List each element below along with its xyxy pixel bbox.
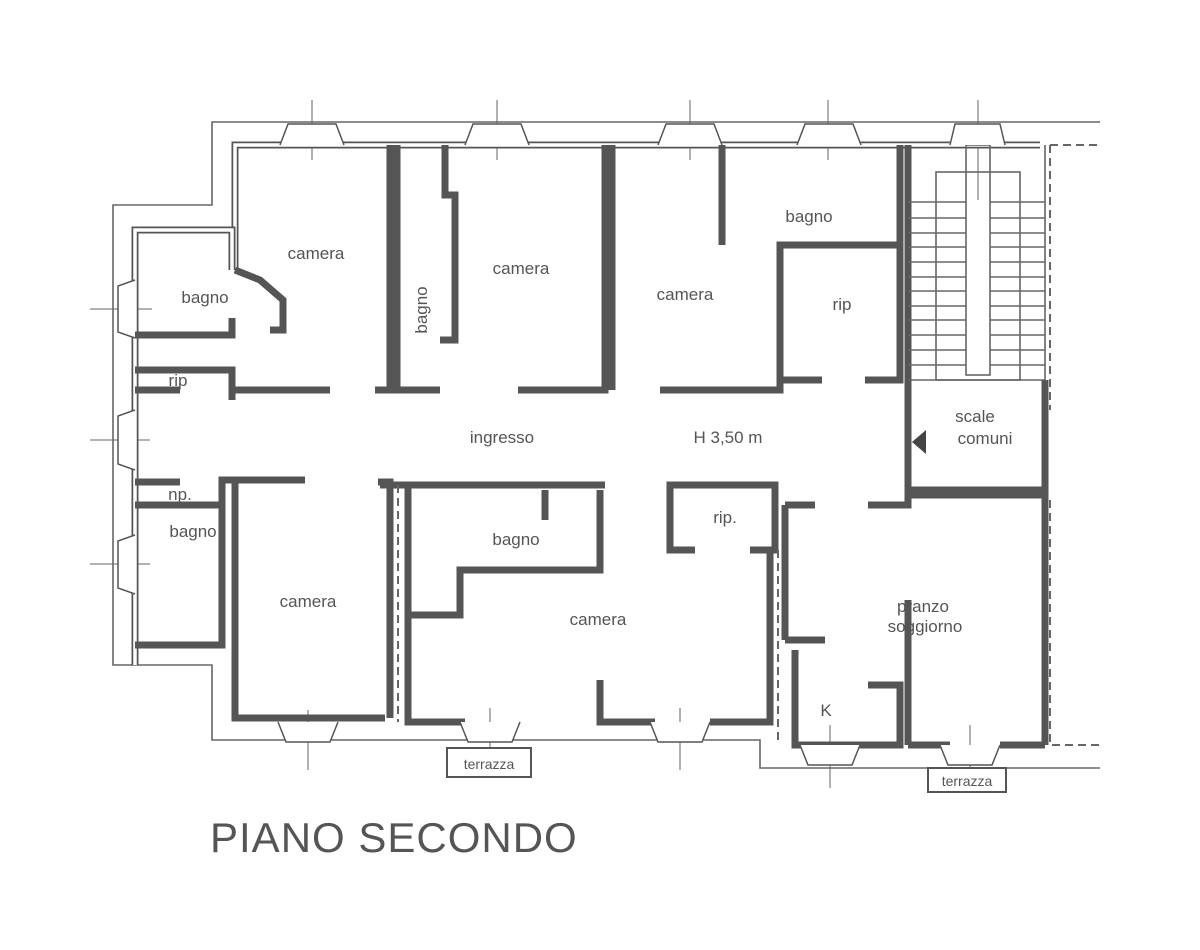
room-label: camera — [288, 244, 345, 263]
height-note: H 3,50 m — [694, 428, 763, 447]
room-label: bagno — [181, 288, 228, 307]
terrazza-1-outline — [446, 747, 532, 778]
room-label: rip. — [713, 508, 737, 527]
terrazza-2-outline — [927, 767, 1007, 793]
room-label: camera — [280, 592, 337, 611]
room-label: pranzo — [897, 597, 949, 616]
room-label: np. — [168, 485, 192, 504]
walls — [112, 121, 1100, 769]
room-label: K — [820, 701, 832, 720]
room-label: camera — [570, 610, 627, 629]
room-label: bagno — [412, 286, 431, 333]
plan-title: PIANO SECONDO — [210, 814, 578, 861]
windows — [117, 123, 1006, 766]
room-labels: bagno rip np. bagno camera bagno camera … — [168, 207, 1012, 789]
room-label: soggiorno — [888, 617, 963, 636]
room-label: scale — [955, 407, 995, 426]
room-label: ingresso — [470, 428, 534, 447]
room-label: camera — [493, 259, 550, 278]
room-label: rip — [169, 371, 188, 390]
room-label: terrazza — [464, 756, 515, 772]
stair-treads — [908, 201, 1045, 366]
room-label: bagno — [169, 522, 216, 541]
room-label: camera — [657, 285, 714, 304]
room-label: bagno — [785, 207, 832, 226]
entrance-arrow-icon — [912, 430, 926, 454]
room-label: bagno — [492, 530, 539, 549]
room-label: terrazza — [942, 773, 993, 789]
room-label: rip — [833, 295, 852, 314]
room-label: comuni — [958, 429, 1013, 448]
